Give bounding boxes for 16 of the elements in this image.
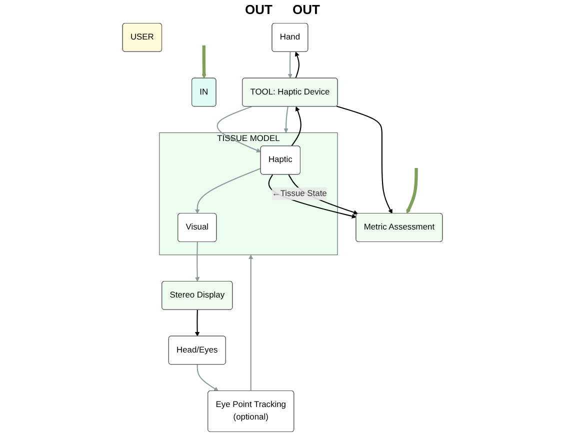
arrow — [195, 168, 261, 214]
arrow — [288, 52, 292, 78]
arrow — [406, 168, 418, 214]
arrow — [294, 52, 300, 78]
arrow-label: OUT — [245, 2, 272, 17]
arrow — [195, 242, 200, 282]
arrow — [195, 310, 200, 336]
arrow — [248, 254, 254, 391]
arrow — [284, 106, 288, 133]
arrow-label: OUT — [292, 2, 320, 17]
arrow — [336, 106, 392, 214]
arrow — [291, 106, 302, 146]
arrow — [202, 45, 206, 78]
arrow — [216, 106, 262, 152]
edge-label: ←Tissue State — [272, 189, 327, 198]
arrow — [196, 364, 219, 392]
